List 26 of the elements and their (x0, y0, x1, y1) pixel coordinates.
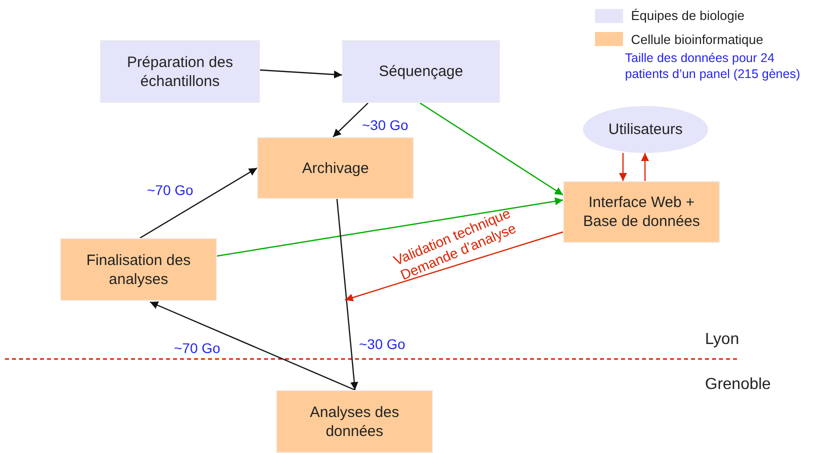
arrow (336, 198, 358, 390)
legend-text: Équipes de biologie (631, 7, 744, 25)
process-box: Séquençage (342, 40, 500, 103)
arrow (216, 197, 564, 257)
process-box: Interface Web + Base de données (563, 181, 720, 243)
region-label: Grenoble (705, 375, 771, 395)
note-text: Taille des données pour 24 patients d’un panel (215 gènes) (625, 50, 802, 82)
process-box: Finalisation des analyses (60, 238, 217, 301)
edge-label: ~70 Go (145, 182, 196, 198)
edge-label: ~30 Go (357, 336, 408, 352)
process-box: Analyses des données (276, 390, 433, 453)
process-box: Archivage (257, 137, 414, 199)
process-box: Préparation des échantillons (100, 40, 260, 103)
region-label: Lyon (705, 330, 740, 350)
legend-text: Cellule bioinformatique (631, 30, 764, 49)
arrow (619, 153, 627, 181)
arrow (344, 231, 564, 302)
edge-label: ~30 Go (360, 117, 410, 133)
arrow (260, 69, 342, 78)
arrow (140, 167, 258, 239)
arrow (332, 102, 368, 138)
edge-label: ~70 Go (172, 340, 222, 356)
arrow (150, 301, 356, 391)
user-ellipse: Utilisateurs (583, 106, 708, 153)
arrow (420, 102, 564, 196)
arrow (641, 153, 649, 181)
